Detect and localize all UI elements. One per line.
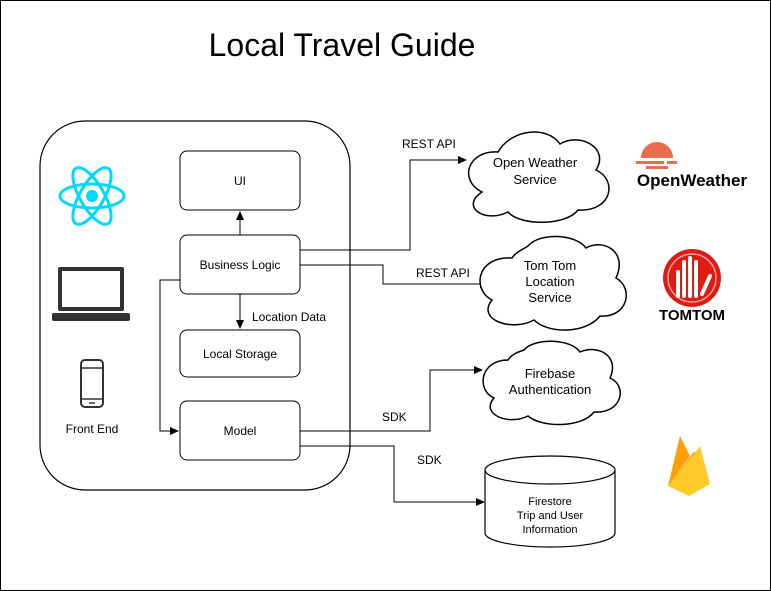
- tomtom-cloud[interactable]: Tom Tom Location Service: [479, 235, 627, 331]
- model-box[interactable]: Model: [179, 400, 301, 461]
- tomtom-line1: Tom Tom: [524, 258, 577, 273]
- arrow-logic-to-tomtom: [300, 264, 489, 288]
- firebase-auth-cloud[interactable]: Firebase Authentication: [482, 340, 621, 426]
- frontend-container: [39, 120, 351, 491]
- firestore-line3: Information: [522, 524, 577, 536]
- arrow-model-to-firestore: [300, 445, 485, 506]
- business-logic-label: Business Logic: [200, 258, 281, 272]
- firestore-line1: Firestore: [528, 496, 571, 508]
- laptop-icon: [52, 267, 130, 321]
- sdk-auth-label: SDK: [382, 410, 407, 424]
- rest-api-tomtom-label: REST API: [416, 266, 470, 280]
- firebase-auth-line1: Firebase: [525, 366, 576, 381]
- frontend-label: Front End: [66, 422, 119, 436]
- local-storage-label: Local Storage: [203, 347, 277, 361]
- openweather-logo-text: OpenWeather: [637, 171, 748, 190]
- ui-label: UI: [234, 174, 246, 188]
- rest-api-weather-label: REST API: [402, 137, 456, 151]
- business-logic-box[interactable]: Business Logic: [179, 234, 301, 295]
- open-weather-line2: Service: [513, 172, 556, 187]
- arrow-model-to-auth: [300, 366, 483, 432]
- smartphone-icon: [80, 359, 104, 408]
- tomtom-logo-text: TOMTOM: [659, 307, 725, 324]
- firebase-auth-line2: Authentication: [509, 382, 591, 397]
- firestore-line2: Trip and User: [517, 510, 584, 522]
- page-title: Local Travel Guide: [209, 27, 476, 63]
- ui-box[interactable]: UI: [179, 150, 301, 211]
- local-storage-box[interactable]: Local Storage: [179, 329, 301, 378]
- location-data-label: Location Data: [252, 310, 326, 324]
- tomtom-line2: Location: [525, 274, 574, 289]
- model-label: Model: [224, 424, 257, 438]
- arrow-logic-to-openweather: [300, 156, 467, 251]
- openweather-logo-icon: OpenWeather: [636, 142, 747, 190]
- open-weather-cloud[interactable]: Open Weather Service: [467, 131, 610, 223]
- firestore-database[interactable]: Firestore Trip and User Information: [484, 455, 616, 548]
- tomtom-line3: Service: [528, 290, 571, 305]
- firebase-logo-icon: [668, 436, 710, 496]
- tomtom-logo-icon: TOMTOM: [659, 249, 725, 324]
- sdk-firestore-label: SDK: [417, 453, 442, 467]
- arrow-logic-to-model: [159, 279, 180, 435]
- open-weather-line1: Open Weather: [493, 155, 578, 170]
- react-logo-icon: [58, 166, 126, 226]
